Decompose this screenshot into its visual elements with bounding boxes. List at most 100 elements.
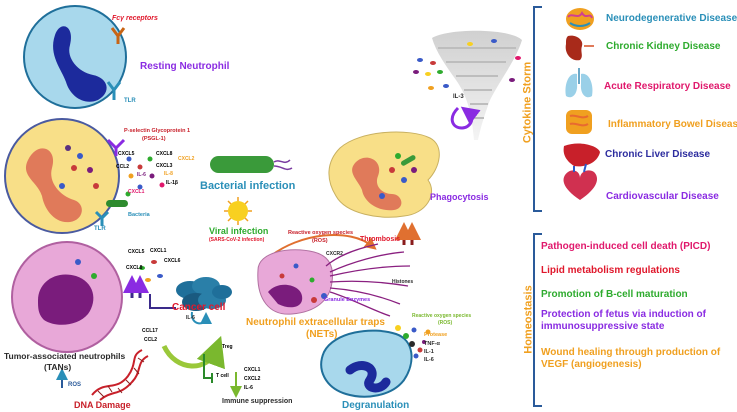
tlr-receptor-icon	[106, 81, 122, 100]
treg-to-tcell-inhibition	[203, 354, 213, 383]
disease-label: Inflammatory Bowel Disease	[608, 119, 737, 130]
degran-ros-label-line1: Reactive oxygen species	[412, 313, 472, 319]
il6-cancer-label: IL-6	[186, 315, 195, 321]
tcell-cxcl1-label: CXCL1	[244, 367, 261, 373]
homeostasis-item-label: Protection of fetus via induction of	[541, 309, 706, 320]
tcell-il6-label: IL-6	[244, 385, 253, 391]
phagocyte-cell	[328, 131, 440, 218]
disease-label: Chronic Kidney Disease	[606, 41, 721, 52]
homeostasis-bracket	[533, 233, 542, 407]
homeostasis-item-label: Wound healing through production of	[541, 347, 721, 358]
disease-label: Cardiovascular Disease	[606, 191, 719, 202]
brain-icon	[566, 8, 594, 30]
disease-label: Neurodegenerative Diseases	[606, 13, 737, 24]
il6-label: IL-6	[137, 172, 146, 178]
thrombosis-arrows-icon	[395, 222, 421, 245]
dna-damage-label: DNA Damage	[74, 400, 131, 410]
tan-cxcl8-label: CXCL8	[126, 265, 143, 271]
degranulation-dots	[395, 325, 431, 359]
psgl-label-line1: P-selectin Glycoprotein 1	[124, 128, 191, 134]
psgl-label-line2: (PSGL-1)	[142, 136, 166, 142]
granule-enzymes-label: Granule Enzymes	[324, 297, 371, 303]
bacterial-infection-label: Bacterial infection	[200, 180, 296, 192]
cytokine-dots	[125, 156, 165, 197]
il1b-label: IL-1β	[166, 180, 178, 186]
tan-cytokine-dots	[139, 260, 163, 282]
il1-label: IL-1	[424, 349, 434, 355]
homeostasis-label: Homeostasis	[522, 285, 535, 354]
il6-degran-label: IL-6	[424, 357, 434, 363]
il3-label: IL-3	[453, 94, 464, 100]
immune-suppression-label: Immune suppression	[222, 398, 293, 405]
resting-neutrophil-cell	[23, 5, 127, 109]
tlr-receptor-icon-2	[94, 210, 110, 226]
bacteria-icon	[106, 200, 128, 207]
granule-dots	[311, 293, 327, 303]
ros-arc-arrow	[267, 234, 377, 259]
ros-label-line2: (ROS)	[312, 238, 328, 244]
thrombosis-label: Thrombosis	[360, 236, 401, 243]
liver-icon	[563, 143, 600, 167]
ccl17-label: CCL17	[142, 328, 158, 334]
homeostasis-item-label: immunosuppressive state	[541, 321, 665, 332]
degran-ros-label-line2: (ROS)	[438, 320, 453, 326]
tan-to-cancer-connector	[149, 294, 176, 309]
viral-infection-sub-label: (SARS-CoV-2 infection)	[209, 237, 265, 243]
cytokine-storm-label: Cytokine Storm	[521, 61, 534, 144]
nets-cell	[257, 249, 333, 315]
viral-infection-label: Viral infection	[209, 226, 269, 236]
ccl2-tan-label: CCL2	[144, 337, 158, 343]
degranulation-cell	[320, 329, 413, 398]
ccl2-label: CCL2	[116, 164, 130, 170]
bacteria-label: Bacteria	[128, 212, 150, 218]
homeostasis-item-label: VEGF (angiogenesis)	[541, 359, 642, 370]
tan-cxcl1-label: CXCL1	[150, 248, 167, 254]
cancer-cells-icon	[176, 277, 232, 311]
tnfa-label: TNF-α	[424, 341, 440, 347]
tan-cxcl6-label: CXCL6	[164, 258, 181, 264]
tan-abbrev-label: (TANs)	[44, 362, 72, 372]
tan-up-arrows-icon	[123, 275, 149, 298]
tornado-icon	[432, 30, 522, 140]
tlr-label-top: TLR	[124, 98, 136, 104]
cxcl3-label: CXCL3	[156, 163, 173, 169]
tcell-label: T cell	[216, 373, 229, 379]
cxcl5-label: CXCL5	[118, 151, 135, 157]
nets-abbrev-label: (NETs)	[306, 329, 338, 340]
tan-label: Tumor-associated neutrophils	[4, 351, 126, 361]
tan-cell	[11, 241, 123, 353]
tcell-cxcl2-label: CXCL2	[244, 376, 261, 382]
homeostasis-item-label: Lipid metabolism regulations	[541, 265, 680, 276]
disease-label: Acute Respiratory Disease	[604, 81, 731, 92]
dna-icon	[91, 349, 149, 401]
nets-label: Neutrophil extracellular traps	[246, 317, 385, 328]
cancer-cell-label: Cancer cell	[172, 302, 226, 313]
il8-label: IL-8	[164, 171, 173, 177]
kidney-icon	[565, 35, 594, 61]
degranulation-label: Degranulation	[342, 400, 410, 411]
resting-neutrophil-label: Resting Neutrophil	[140, 61, 230, 72]
cxcl8-label: CXCL8	[156, 151, 173, 157]
cxcl1-label: CXCL1	[128, 189, 145, 195]
protease-label: Protease	[424, 332, 448, 338]
fcy-receptor-icon	[110, 27, 126, 44]
net-fibers	[325, 243, 411, 317]
psgl-receptor-icon	[106, 138, 126, 156]
disease-label: Chronic Liver Disease	[605, 149, 711, 160]
il3-swirl-arrow	[450, 106, 481, 130]
cxcr2-label: CXCR2	[326, 251, 343, 257]
bacterium-icon	[210, 156, 293, 173]
histones-label: Histones	[392, 279, 414, 285]
treg-curved-arrow	[161, 335, 225, 370]
activated-neutrophil-cell	[4, 118, 120, 234]
lungs-icon	[565, 68, 593, 98]
tan-cxcl5-label: CXCL5	[128, 249, 145, 255]
homeostasis-item-label: Promotion of B-cell maturation	[541, 289, 688, 300]
heart-icon	[563, 163, 598, 200]
virus-icon	[224, 197, 252, 225]
cytokine-storm-bracket	[533, 6, 542, 212]
fcy-receptors-label: Fcγ receptors	[112, 15, 158, 22]
treg-label: Treg	[222, 344, 233, 350]
intestine-icon	[566, 110, 592, 134]
